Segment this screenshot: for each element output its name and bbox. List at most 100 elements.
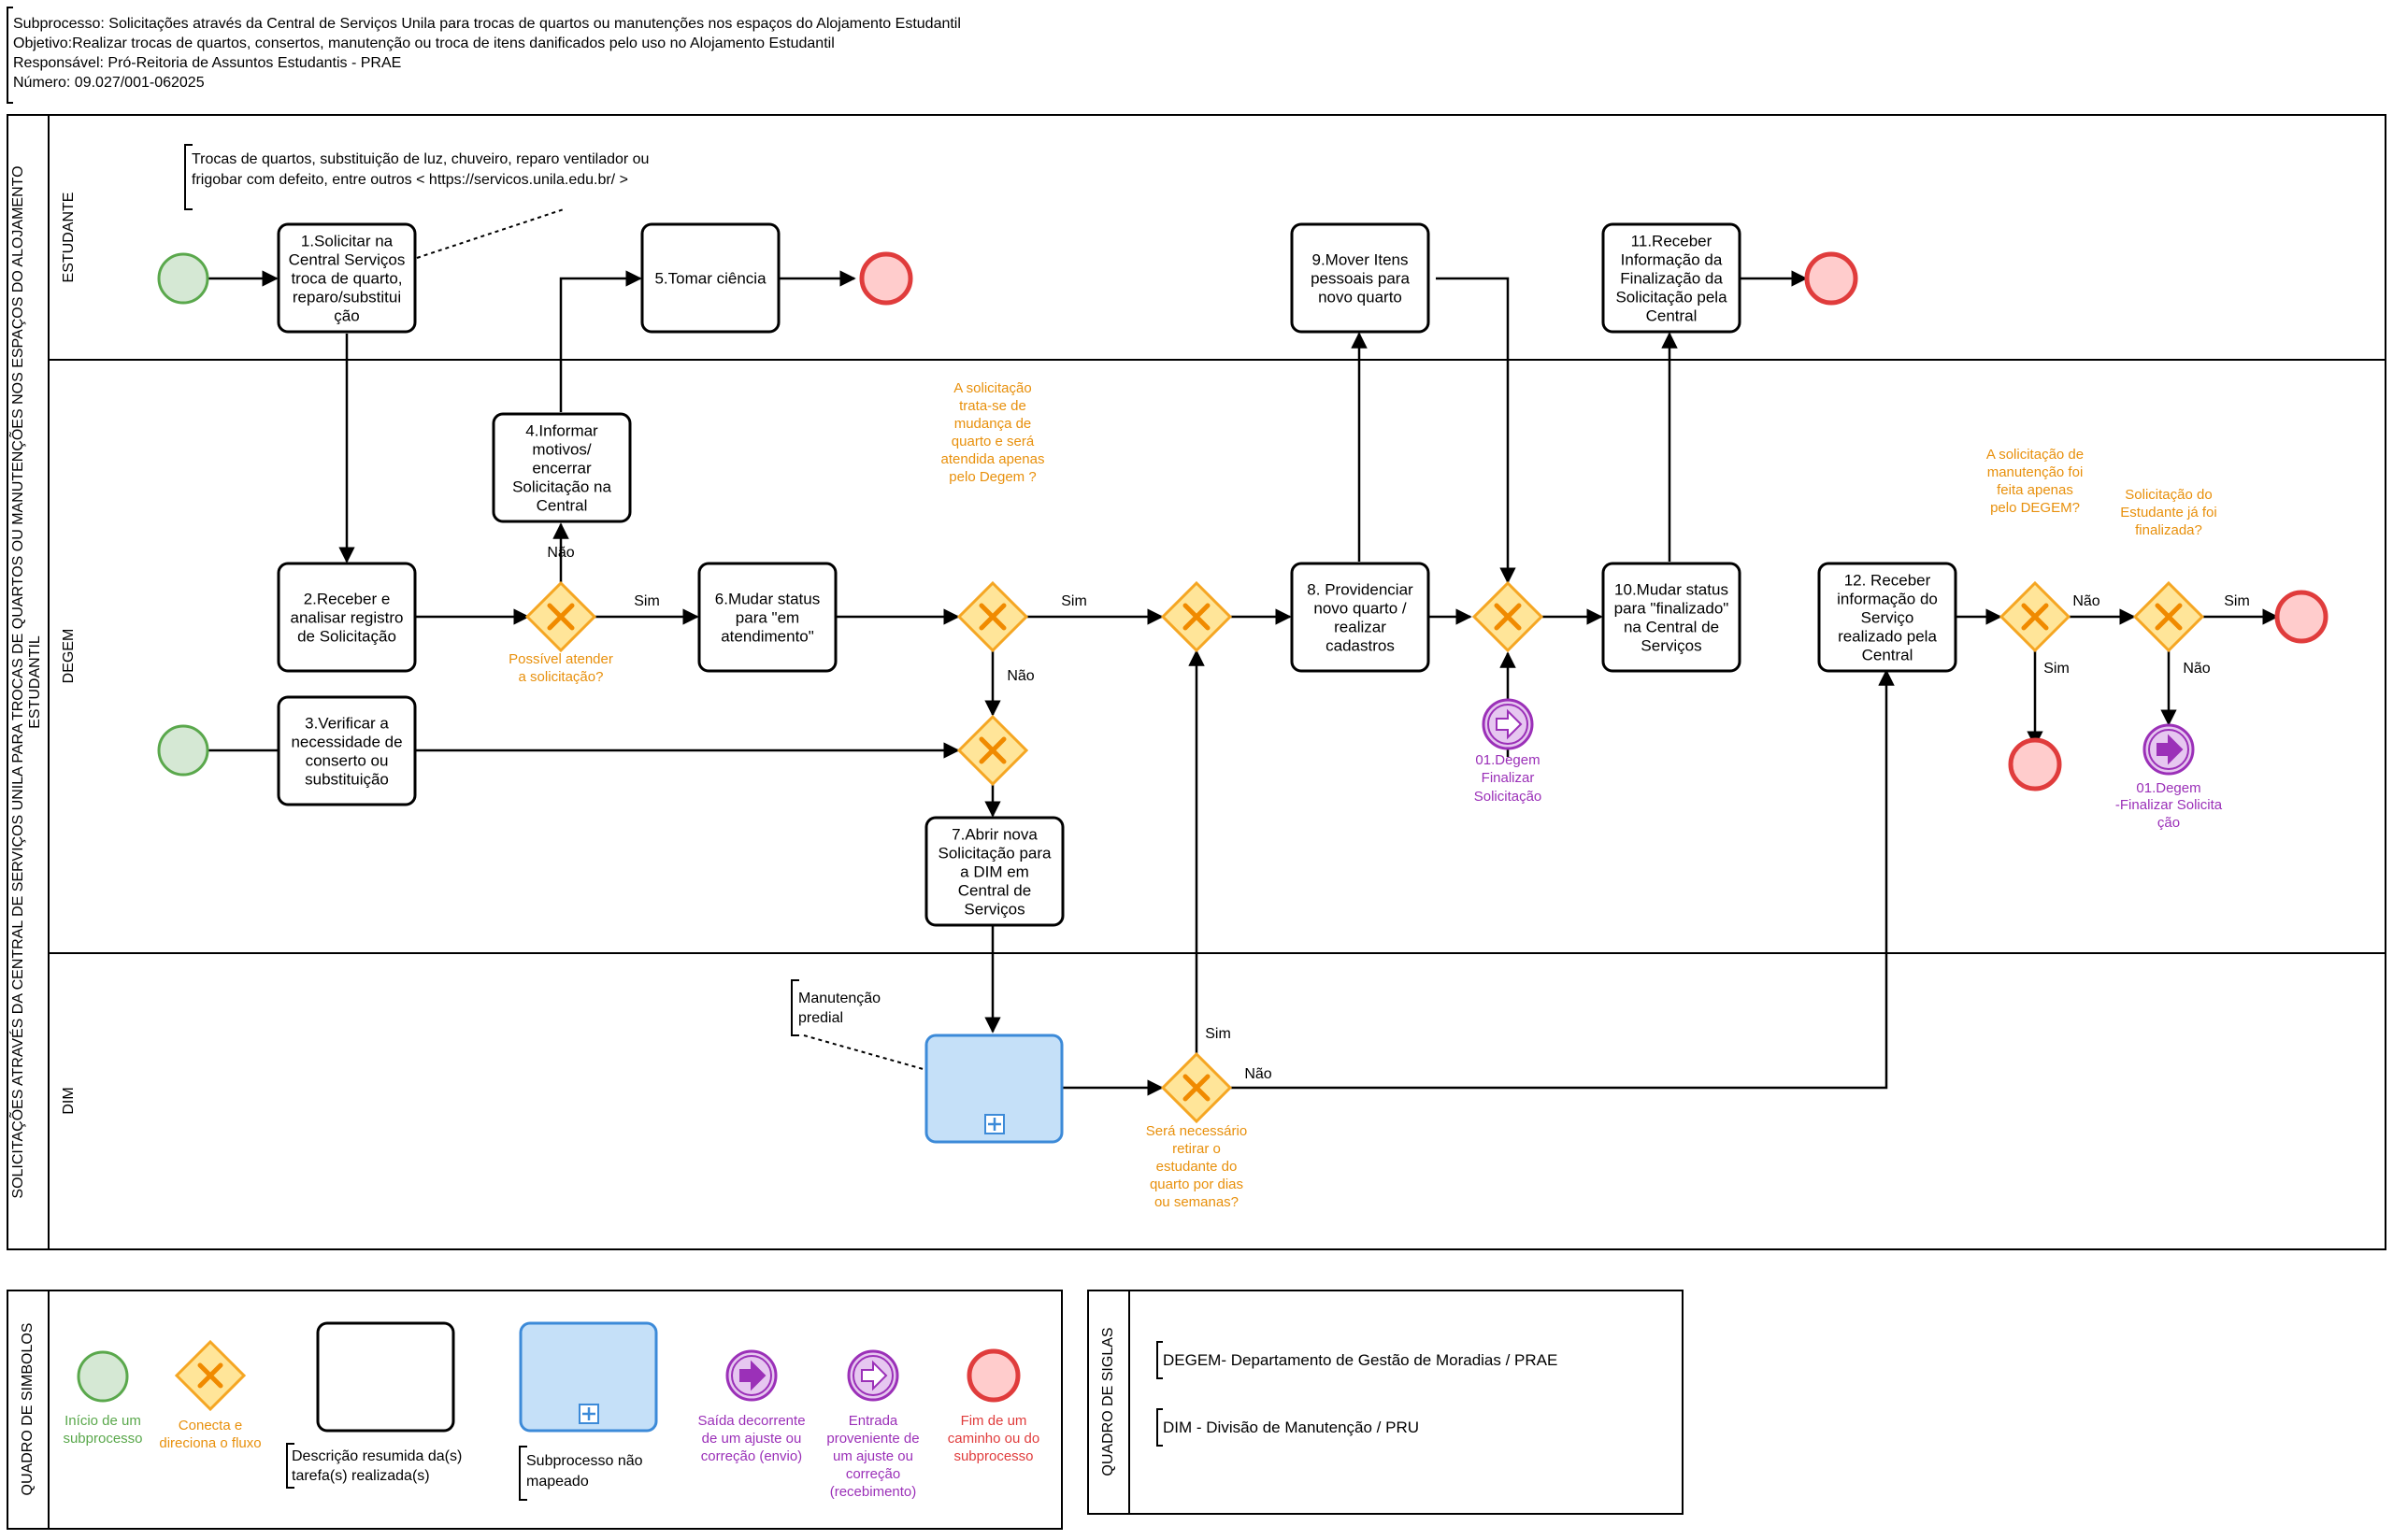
gateway-question: Possível atender <box>509 651 613 667</box>
close-x-icon <box>979 603 1007 631</box>
close-x-icon <box>2155 603 2183 631</box>
svg-text:Finalizar: Finalizar <box>1482 770 1535 786</box>
end-event-final <box>2274 590 2329 644</box>
legend-gateway-icon <box>174 1339 247 1412</box>
close-x-icon <box>1494 603 1522 631</box>
task-label: Serviços <box>964 901 1025 919</box>
task-label: troca de quarto, <box>291 270 402 288</box>
gateway-question: finalizada? <box>2135 522 2202 538</box>
task-label: 6.Mudar status <box>715 591 820 608</box>
task-label: Solicitação na <box>512 478 611 496</box>
task-label: motivos/ <box>532 441 592 459</box>
gateway-question: quarto por dias <box>1150 1176 1243 1192</box>
close-x-icon <box>979 736 1007 764</box>
gateway-question: pelo Degem ? <box>949 469 1036 485</box>
annotation-dim: Manutenção predial <box>791 979 881 1036</box>
gateway-question: estudante do <box>1156 1159 1238 1175</box>
sequence-flows <box>208 270 2279 1096</box>
task-label: para "finalizado" <box>1614 600 1729 618</box>
task-label: Central <box>1862 647 1913 664</box>
svg-text:proveniente de: proveniente de <box>826 1431 919 1447</box>
task-label: 8. Providenciar <box>1307 581 1413 599</box>
svg-text:Conecta e: Conecta e <box>179 1418 242 1433</box>
svg-text:(recebimento): (recebimento) <box>830 1484 917 1500</box>
task-label: Finalização da <box>1620 270 1723 288</box>
process-header: Subprocesso: Solicitações através da Cen… <box>7 7 961 104</box>
link-event-out: 01.Degem -Finalizar Solicita ção <box>2115 723 2223 831</box>
task-label: substituição <box>305 771 389 789</box>
gateway-question: Estudante já foi <box>2120 505 2216 520</box>
legend-subprocess-icon <box>519 1321 658 1433</box>
header-subprocess: Subprocesso: Solicitações através da Cen… <box>13 16 961 32</box>
task-label: 5.Tomar ciência <box>654 270 767 288</box>
task-label: realizado pela <box>1838 628 1937 646</box>
arrow-right-icon <box>1496 708 1523 740</box>
gateway-question: manutenção foi <box>1987 464 2084 480</box>
legend-acronyms: QUADRO DE SIGLAS DEGEM- Departamento de … <box>1087 1290 1684 1515</box>
task-label: analisar registro <box>291 609 404 627</box>
legend-start-icon <box>77 1350 129 1403</box>
svg-text:Saída decorrente: Saída decorrente <box>697 1413 805 1429</box>
task-label: Central de <box>958 882 1031 900</box>
svg-text:caminho ou do: caminho ou do <box>948 1431 1039 1447</box>
flow-label-nao-g1: Não <box>547 545 574 561</box>
task-label: encerrar <box>532 460 592 478</box>
gateway-question: quarto e será <box>952 434 1035 449</box>
legend-link-out-icon <box>725 1349 778 1402</box>
svg-text:subprocesso: subprocesso <box>63 1431 142 1447</box>
task-label: novo quarto / <box>1313 600 1407 618</box>
acronym-degem: DEGEM- Departamento de Gestão de Moradia… <box>1163 1351 1557 1369</box>
flow-labels: Não Sim Sim Não Sim Não Não Sim Sim Não <box>547 545 2249 1082</box>
gateway-question: pelo DEGEM? <box>1990 500 2080 516</box>
gateway-possivel-atender: Possível atender a solicitação? <box>509 580 613 685</box>
task-label: 4.Informar <box>525 422 598 440</box>
svg-text:correção (envio): correção (envio) <box>701 1448 802 1464</box>
legend-end-icon <box>967 1348 1021 1403</box>
pool-title: SOLICITAÇÕES ATRAVÉS DA CENTRAL DE SERVI… <box>7 165 26 1198</box>
task-label: na Central de <box>1624 619 1719 636</box>
svg-text:Descrição resumida da(s): Descrição resumida da(s) <box>292 1448 462 1464</box>
svg-text:mapeado: mapeado <box>526 1474 589 1490</box>
link-event-in: 01.Degem Finalizar Solicitação <box>1474 698 1541 805</box>
flow-label-nao-g6: Não <box>2183 661 2210 677</box>
task-label: 9.Mover Itens <box>1312 251 1409 269</box>
task-label: novo quarto <box>1318 289 1402 307</box>
end-events <box>859 251 2329 791</box>
svg-text:-Finalizar Solicita: -Finalizar Solicita <box>2115 797 2223 813</box>
gateway-question: trata-se de <box>959 398 1026 414</box>
flow-label-sim-g1: Sim <box>634 593 660 609</box>
svg-text:Fim de um: Fim de um <box>961 1413 1027 1429</box>
gateway-question: A solicitação de <box>1986 447 2084 463</box>
flow-label-sim-g6: Sim <box>2224 593 2250 609</box>
task-label: Solicitação pela <box>1615 289 1727 307</box>
close-x-icon <box>2021 603 2049 631</box>
svg-text:subprocesso: subprocesso <box>953 1448 1033 1464</box>
subprocess-manutencao-predial <box>924 1034 1064 1144</box>
close-x-icon <box>547 603 575 631</box>
associations <box>416 208 927 1071</box>
acronym-dim: DIM - Divisão de Manutenção / PRU <box>1163 1419 1419 1436</box>
svg-text:Subprocesso não: Subprocesso não <box>526 1453 643 1469</box>
svg-text:frigobar com defeito, entre ou: frigobar com defeito, entre outros < htt… <box>192 172 628 188</box>
pool-title-2: ESTUDANTIL <box>27 635 43 729</box>
end-event-tomar-ciencia <box>859 251 913 306</box>
gateway-merge-finalizar <box>1471 580 1544 653</box>
task-label: atendimento" <box>721 628 814 646</box>
legend-symbols: QUADRO DE SIMBOLOS Início de um subproce… <box>7 1290 1063 1530</box>
gateway-question: ou semanas? <box>1154 1194 1239 1210</box>
lane-degem: DEGEM <box>61 629 77 684</box>
svg-text:predial: predial <box>798 1010 843 1026</box>
gateway-question: a solicitação? <box>519 669 604 685</box>
svg-text:de um ajuste ou: de um ajuste ou <box>702 1431 802 1447</box>
end-event-finalizacao <box>1804 251 1858 306</box>
legend-link-in-icon <box>847 1349 899 1402</box>
acronyms-title: QUADRO DE SIGLAS <box>1100 1327 1116 1476</box>
gateway-question: retirar o <box>1172 1141 1221 1157</box>
